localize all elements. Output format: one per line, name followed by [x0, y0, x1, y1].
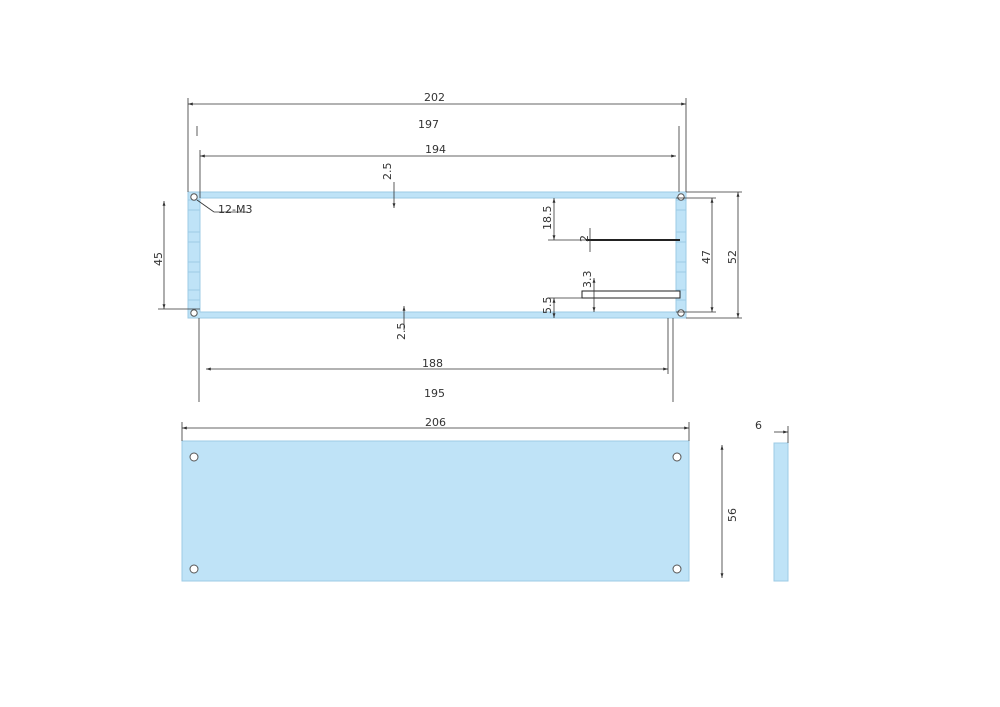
dim-label-top-wall: 2.5 — [381, 163, 394, 181]
dim-label-194: 194 — [425, 143, 446, 156]
leader-line-screw — [196, 199, 215, 213]
profile-dimensions: 202 197 194 2.5 12-M3 45 47 52 18.5 — [152, 91, 742, 402]
dim-label-bottom-wall: 2.5 — [395, 323, 408, 341]
screw-hole-icon — [677, 309, 685, 317]
slot-rail-lower — [581, 290, 681, 299]
mounting-hole-icon — [672, 452, 682, 462]
dim-label-5-5: 5.5 — [541, 297, 554, 315]
side-plate-body — [773, 442, 789, 582]
side-view: 6 — [755, 419, 789, 582]
mounting-hole-icon — [189, 564, 199, 574]
end-plate-view: 206 56 — [181, 416, 739, 582]
profile-rib-left-3 — [187, 261, 201, 273]
screw-hole-icon — [190, 309, 198, 317]
mounting-hole-icon — [672, 564, 682, 574]
dim-label-195: 195 — [424, 387, 445, 400]
dim-label-52: 52 — [726, 250, 739, 264]
dim-label-slot: 2 — [578, 235, 591, 242]
profile-rib-right-3 — [675, 261, 687, 273]
screw-hole-icon — [677, 193, 685, 201]
dim-label-206: 206 — [425, 416, 446, 429]
dim-label-3-3: 3.3 — [581, 271, 594, 289]
profile-view — [187, 191, 687, 319]
dim-label-45: 45 — [152, 252, 165, 266]
end-plate-body — [181, 440, 690, 582]
profile-body — [187, 191, 687, 319]
profile-rib-right-1 — [675, 199, 687, 211]
dim-label-47: 47 — [700, 250, 713, 264]
profile-rib-left-2 — [187, 231, 201, 243]
mounting-hole-icon — [189, 452, 199, 462]
profile-rib-right-2 — [675, 231, 687, 243]
screw-note: 12-M3 — [218, 203, 252, 216]
dim-label-188: 188 — [422, 357, 443, 370]
dim-label-18-5: 18.5 — [541, 206, 554, 231]
dim-label-197: 197 — [418, 118, 439, 131]
dim-label-56: 56 — [726, 508, 739, 522]
profile-rib-left-1 — [187, 199, 201, 211]
dim-label-202: 202 — [424, 91, 445, 104]
screw-hole-icon — [190, 193, 198, 201]
profile-rib-left-4 — [187, 289, 201, 301]
dim-label-thickness: 6 — [755, 419, 762, 432]
